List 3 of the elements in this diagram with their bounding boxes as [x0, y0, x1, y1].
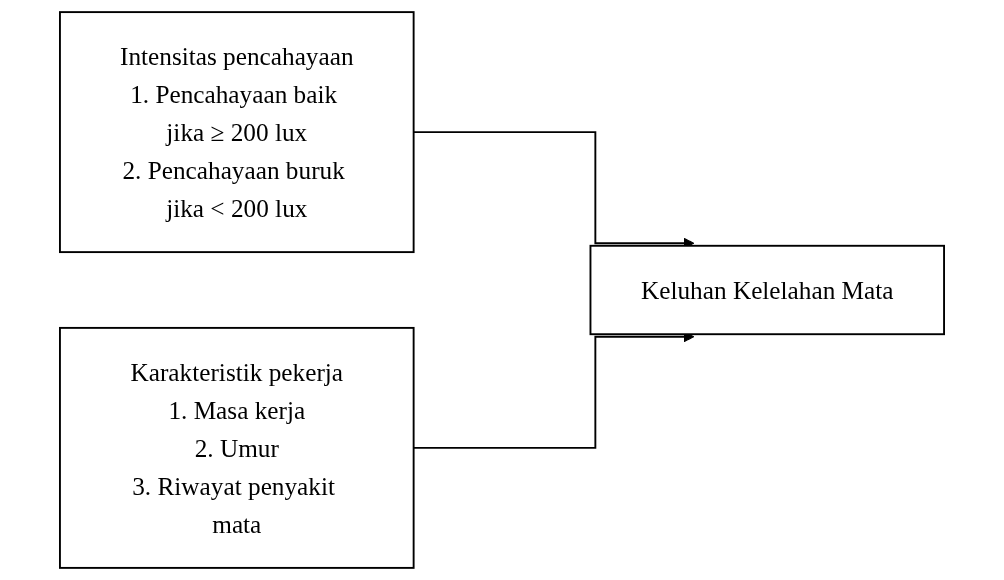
- node-box: Keluhan Kelelahan Mata: [589, 244, 945, 336]
- node-box: Intensitas pencahayaan 1. Pencahayaan baik jika ≥ 200 lux 2. Pencahayaan buruk jika < 200 lux: [59, 11, 415, 254]
- node-box: Karakteristik pekerja 1. Masa kerja 2. Umur 3. Riwayat penyakit mata: [59, 326, 415, 569]
